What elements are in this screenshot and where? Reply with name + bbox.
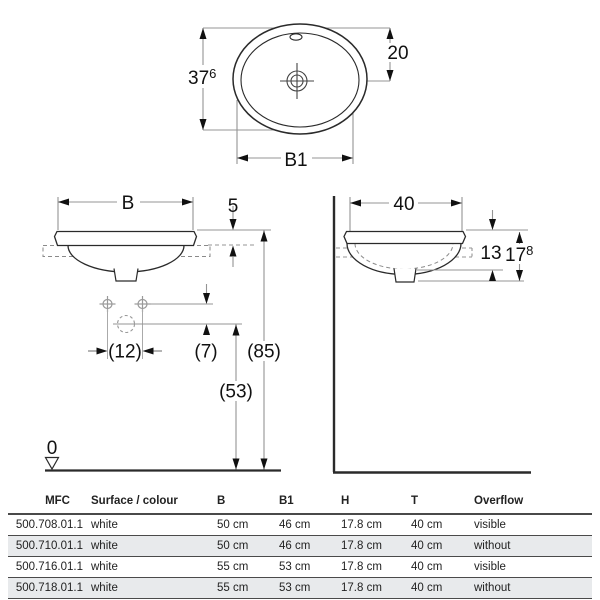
cell-b: 55 cm (214, 577, 276, 599)
cell-overflow: without (471, 535, 592, 557)
datum-label-0: 0 (47, 438, 58, 459)
label-mask (243, 341, 285, 361)
cell-h: 17.8 cm (338, 514, 408, 536)
dim-label-5: 5 (228, 196, 239, 217)
top-view: 376 20 B1 (185, 23, 412, 171)
table-row: 500.716.01.1 white 55 cm 53 cm 17.8 cm 4… (8, 556, 592, 578)
cell-mfc: 500.708.01.1 (8, 514, 88, 536)
dim-label-13: 13 (480, 243, 501, 264)
cell-b: 55 cm (214, 556, 276, 578)
table-header-row: MFC Surface / colour B B1 H T Overflow (8, 490, 592, 515)
rim-front-outline (53, 230, 198, 247)
label-mask (215, 381, 257, 401)
cell-mfc: 500.716.01.1 (8, 556, 88, 578)
drain-stub-fill (114, 268, 138, 281)
cell-overflow: without (471, 577, 592, 599)
table-row: 500.718.01.1 white 55 cm 53 cm 17.8 cm 4… (8, 577, 592, 599)
basin-top-outline (232, 23, 368, 135)
cell-surface: white (88, 535, 214, 557)
label-mask (389, 194, 418, 212)
drain-symbol (280, 63, 314, 99)
drain-stub-side (393, 268, 417, 283)
cell-b: 50 cm (214, 535, 276, 557)
cell-overflow: visible (471, 514, 592, 536)
dim-label-b1: B1 (284, 150, 307, 171)
cell-mfc: 500.710.01.1 (8, 535, 88, 557)
cell-surface: white (88, 514, 214, 536)
cell-b1: 46 cm (276, 514, 338, 536)
top-view-arrows (199, 28, 394, 162)
column-header-b1: B1 (276, 490, 338, 515)
cell-surface: white (88, 577, 214, 599)
column-header-h: H (338, 490, 408, 515)
label-mask (385, 43, 412, 62)
cell-b1: 46 cm (276, 535, 338, 557)
front-view: B 5 (12) (7) (85) (53) 0 (42, 193, 285, 472)
trap-dashed-circle (116, 314, 136, 334)
tap-hole (289, 33, 303, 41)
dim-label-20: 20 (387, 43, 408, 64)
dim-label-17-8: 178 (505, 243, 533, 266)
label-mask (281, 149, 312, 169)
table-row: 500.710.01.1 white 50 cm 46 cm 17.8 cm 4… (8, 535, 592, 557)
cell-h: 17.8 cm (338, 577, 408, 599)
column-header-b: B (214, 490, 276, 515)
front-view-arrows (58, 198, 268, 470)
side-view: 40 13 178 (332, 194, 536, 474)
label-mask (503, 244, 536, 264)
label-mask (117, 193, 140, 211)
cell-surface: white (88, 556, 214, 578)
dim-label-7: (7) (194, 342, 217, 363)
dim-label-height-37-6: 376 (188, 66, 216, 89)
bowl-front-outline (67, 245, 185, 273)
dim-label-53: (53) (219, 382, 253, 403)
dim-label-40: 40 (393, 194, 414, 215)
dim-label-85: (85) (247, 342, 281, 363)
cell-h: 17.8 cm (338, 535, 408, 557)
table-row: 500.708.01.1 white 50 cm 46 cm 17.8 cm 4… (8, 514, 592, 536)
datum-triangle-icon (44, 456, 60, 471)
label-mask (185, 65, 220, 88)
dim-label-b: B (122, 193, 135, 214)
side-view-arrows (350, 199, 523, 281)
drain-stub-fill-side (394, 268, 416, 282)
product-spec-table: MFC Surface / colour B B1 H T Overflow 5… (8, 490, 592, 599)
connection-extension-lines (107, 309, 143, 359)
column-header-t: T (408, 490, 471, 515)
washbasin-dimension-drawing: 376 20 B1 (42, 23, 536, 474)
cell-b1: 53 cm (276, 556, 338, 578)
cell-b1: 53 cm (276, 577, 338, 599)
column-header-mfc: MFC (8, 490, 88, 515)
drain-stub-front (113, 268, 139, 282)
cell-mfc: 500.718.01.1 (8, 577, 88, 599)
dim-label-12: (12) (108, 342, 142, 363)
rim-side-outline (343, 230, 467, 245)
cell-t: 40 cm (408, 556, 471, 578)
cell-t: 40 cm (408, 577, 471, 599)
label-mask (477, 243, 507, 262)
column-header-surface-colour: Surface / colour (88, 490, 214, 515)
cell-h: 17.8 cm (338, 556, 408, 578)
cell-overflow: visible (471, 556, 592, 578)
cell-t: 40 cm (408, 535, 471, 557)
cell-t: 40 cm (408, 514, 471, 536)
cell-b: 50 cm (214, 514, 276, 536)
column-header-overflow: Overflow (471, 490, 592, 515)
